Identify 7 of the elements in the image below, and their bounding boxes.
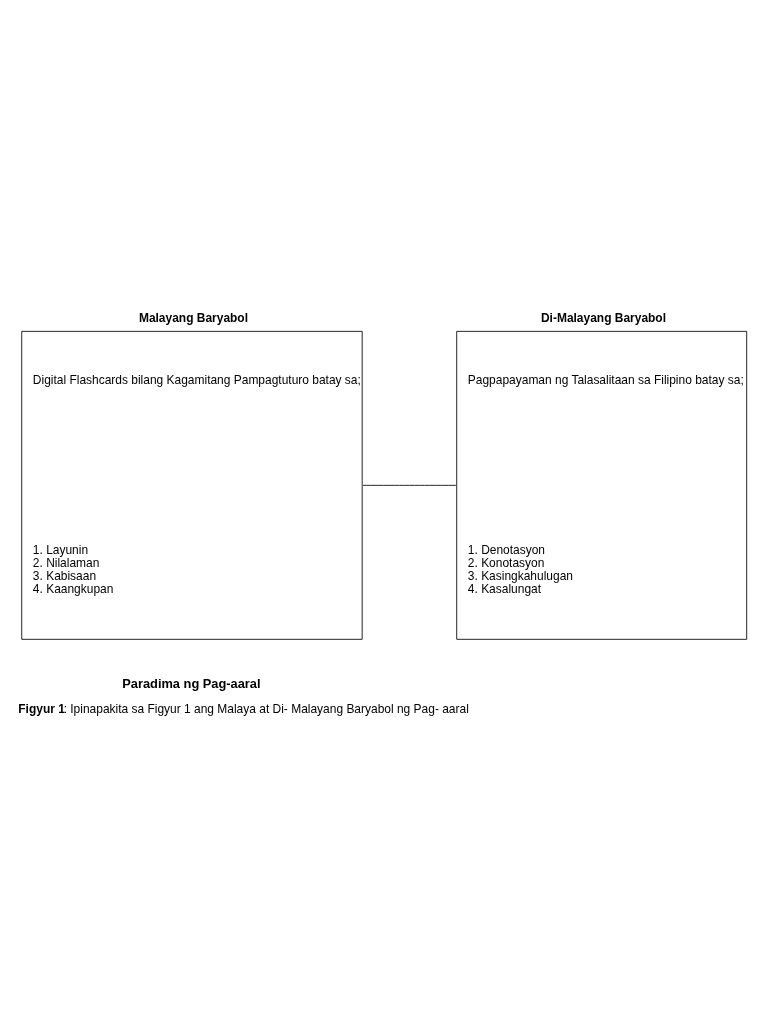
node-box: Digital Flashcards bilang Kagamitang Pampagtuturo batay sa; 1. Layunin 2. Nilalaman 3. Kabisaan 4. Kaangkupan: [21, 330, 363, 640]
node-label: Di-Malayang Baryabol: [540, 310, 667, 325]
connector: [362, 484, 457, 486]
node-box: Pagpapayaman ng Talasalitaan sa Filipino batay sa; 1. Denotasyon 2. Konotasyon 3. Kasingkahulugan 4. Kasalungat: [456, 330, 748, 640]
node-label: Malayang Baryabol: [138, 310, 249, 325]
caption: Figyur 1: Ipinapakita sa Figyur 1 ang Malaya at Di- Malayang Baryabol ng Pag- aaral: [18, 701, 469, 716]
diagram-title: Paradima ng Pag-aaral: [122, 675, 261, 691]
